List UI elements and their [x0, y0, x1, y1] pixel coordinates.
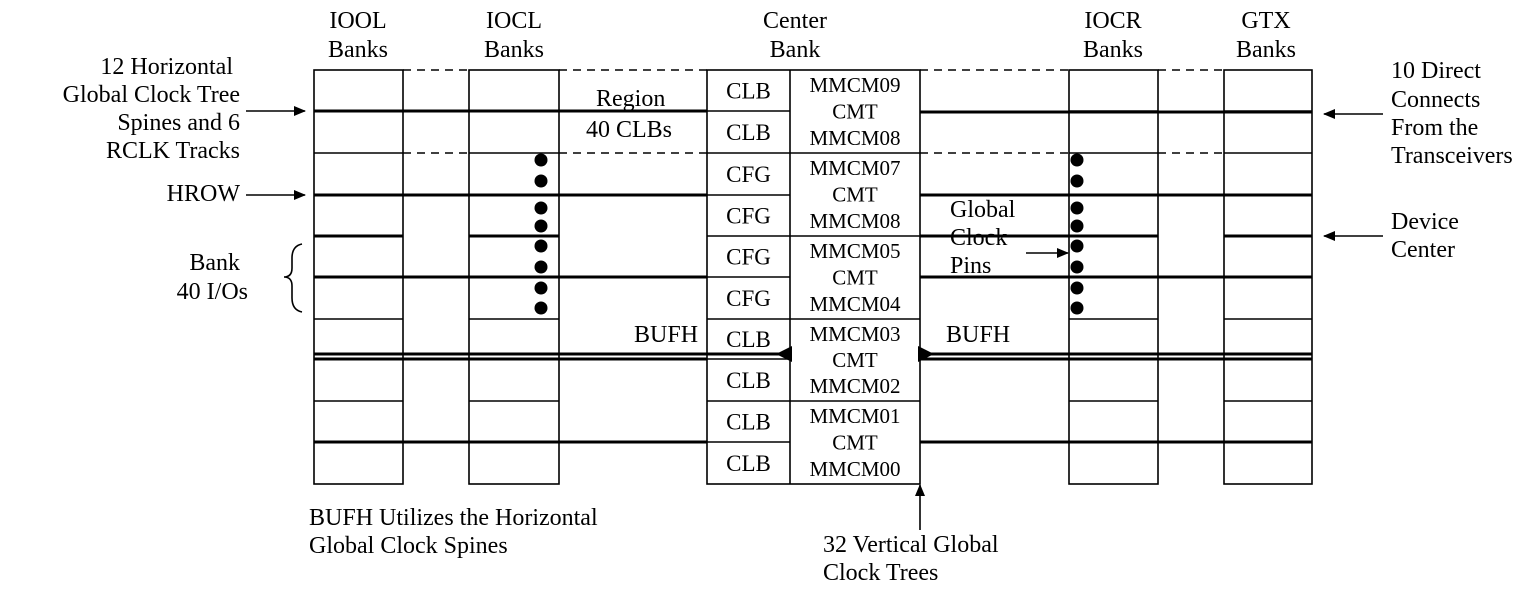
header-iocr-line2: Banks: [1083, 37, 1143, 63]
clock-pin-dot: [534, 239, 548, 253]
vertical-trees-label-line1: 32 Vertical Global: [823, 532, 999, 558]
center-bank: CLBCLBCFGCFGCFGCFGCLBCLBCLBCLBMMCM09CMTM…: [706, 69, 921, 485]
header-iool-line1: IOOL: [329, 8, 386, 34]
bank-label-line2: 40 I/Os: [177, 279, 248, 305]
cmt-tile-top-label: MMCM05: [809, 239, 900, 263]
direct-label-line2: Connects: [1391, 87, 1480, 113]
direct-label-line3: From the: [1391, 115, 1478, 141]
spines-label-line1: 12 Horizontal: [100, 54, 233, 80]
header-iocr-line1: IOCR: [1084, 8, 1141, 34]
clock-pin-dot: [1070, 239, 1084, 253]
cmt-tile-mid-label: CMT: [832, 431, 878, 455]
cmt-tile-top-label: MMCM07: [809, 156, 900, 180]
cmt-tile-top-label: MMCM09: [809, 73, 900, 97]
cmt-tile-mid-label: CMT: [832, 348, 878, 372]
header-iocl-line2: Banks: [484, 37, 544, 63]
center-cell-clb: CLB: [726, 120, 771, 145]
cmt-tile-top-label: MMCM01: [809, 404, 900, 428]
global-clock-pin-dots-left: [534, 153, 548, 315]
clock-pin-dot: [534, 219, 548, 233]
clock-pin-dot: [534, 174, 548, 188]
cmt-tile-bottom-label: MMCM02: [809, 374, 900, 398]
bufh-note-line1: BUFH Utilizes the Horizontal: [309, 505, 598, 531]
spines-label-line4: RCLK Tracks: [106, 138, 240, 164]
bufh-label-left: BUFH: [634, 322, 698, 348]
clock-pin-dot: [1070, 174, 1084, 188]
clock-pin-dot: [1070, 260, 1084, 274]
region-label-line1: Region: [596, 86, 665, 112]
bufh-label-right: BUFH: [946, 322, 1010, 348]
cmt-tile-bottom-label: MMCM00: [809, 457, 900, 481]
direct-label-line1: 10 Direct: [1391, 58, 1481, 84]
header-gtx-line2: Banks: [1236, 37, 1296, 63]
center-cell-clb: CLB: [726, 368, 771, 393]
device-center-label-line1: Device: [1391, 209, 1459, 235]
cmt-tile-bottom-label: MMCM04: [809, 292, 901, 316]
center-cell-clb: CLB: [726, 410, 771, 435]
header-gtx-line1: GTX: [1241, 8, 1290, 34]
clock-pin-dot: [534, 281, 548, 295]
direct-label-line4: Transceivers: [1391, 143, 1513, 169]
bufh-note-line2: Global Clock Spines: [309, 533, 508, 559]
header-center-line1: Center: [763, 8, 827, 34]
global-clock-pins-label-line3: Pins: [950, 253, 991, 279]
spines-label-line2: Global Clock Tree: [63, 82, 240, 108]
global-clock-pins-label-line1: Global: [950, 197, 1016, 223]
clock-pin-dot: [1070, 301, 1084, 315]
clock-pin-dot: [534, 201, 548, 215]
cmt-tile-mid-label: CMT: [832, 100, 878, 124]
center-cell-clb: CLB: [726, 451, 771, 476]
cmt-tile-mid-label: CMT: [832, 183, 878, 207]
bufh-left-arrowhead: [776, 346, 792, 362]
center-cell-cfg: CFG: [726, 162, 771, 187]
header-iool-line2: Banks: [328, 37, 388, 63]
clock-pin-dot: [534, 301, 548, 315]
clock-pin-dot: [1070, 219, 1084, 233]
clock-pin-dot: [1070, 153, 1084, 167]
global-clock-pin-dots-right: [1070, 153, 1084, 315]
center-cell-cfg: CFG: [726, 245, 771, 270]
cmt-tile-mid-label: CMT: [832, 266, 878, 290]
hrow-label: HROW: [167, 181, 241, 207]
clock-pin-dot: [534, 260, 548, 274]
bank-brace: [283, 243, 303, 313]
center-cell-clb: CLB: [726, 327, 771, 352]
spines-label-line3: Spines and 6: [117, 110, 240, 136]
region-label-line2: 40 CLBs: [586, 117, 672, 143]
center-cell-cfg: CFG: [726, 286, 771, 311]
global-clock-pins-label-line2: Clock: [950, 225, 1007, 251]
cmt-tile-top-label: MMCM03: [809, 322, 900, 346]
center-cell-cfg: CFG: [726, 204, 771, 229]
center-cell-clb: CLB: [726, 79, 771, 104]
clock-pin-dot: [534, 153, 548, 167]
device-center-label-line2: Center: [1391, 237, 1455, 263]
header-center-line2: Bank: [770, 37, 821, 63]
vertical-trees-label-line2: Clock Trees: [823, 560, 938, 586]
bank-label-line1: Bank: [189, 250, 240, 276]
clock-pin-dot: [1070, 281, 1084, 295]
cmt-tile-bottom-label: MMCM08: [809, 126, 900, 150]
clock-pin-dot: [1070, 201, 1084, 215]
bufh-right-arrowhead: [918, 346, 934, 362]
header-iocl-line1: IOCL: [486, 8, 542, 34]
cmt-tile-bottom-label: MMCM08: [809, 209, 900, 233]
